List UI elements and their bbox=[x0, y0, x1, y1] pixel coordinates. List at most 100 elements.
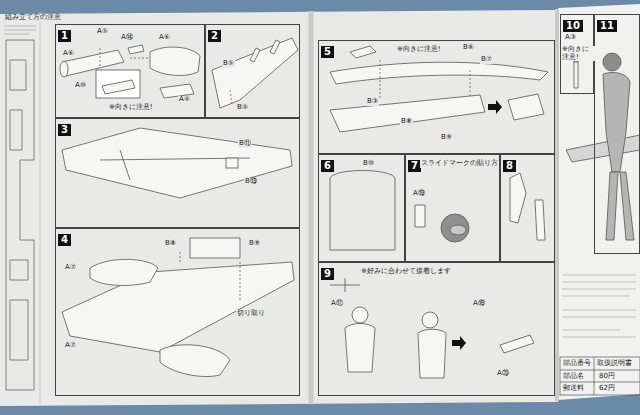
section-heading: 組み立て方の注意 bbox=[4, 14, 62, 22]
step-number: 9 bbox=[321, 268, 334, 280]
text-lines bbox=[562, 310, 636, 311]
part-drawing bbox=[190, 238, 240, 258]
step-number: 5 bbox=[321, 46, 334, 58]
step-number: 8 bbox=[503, 160, 516, 172]
callout-label: B⑤ bbox=[236, 104, 249, 112]
callout-label: ※向きに注意! bbox=[561, 46, 595, 61]
callout-label: A⑥ bbox=[62, 50, 75, 58]
step-number: 10 bbox=[563, 20, 583, 32]
callout-label: B⑧ bbox=[164, 240, 177, 248]
callout-label: B⑤ bbox=[222, 60, 235, 68]
part-drawing bbox=[345, 324, 375, 373]
step-number: 6 bbox=[321, 160, 334, 172]
part-drawing bbox=[508, 94, 544, 120]
table-cell: 62円 bbox=[598, 385, 616, 393]
part-drawing bbox=[60, 61, 68, 77]
part-drawing bbox=[96, 70, 140, 98]
step-frame: 7 bbox=[405, 154, 500, 262]
callout-label: A⑭ bbox=[120, 34, 134, 42]
part-drawing bbox=[330, 171, 395, 251]
callout-label: A⑳ bbox=[496, 370, 510, 378]
text-lines bbox=[562, 275, 636, 337]
text-lines bbox=[562, 275, 636, 276]
callout-label: A⑦ bbox=[64, 264, 77, 272]
callout-label: B⑩ bbox=[362, 160, 375, 168]
callout-label: B⑪ bbox=[238, 140, 252, 148]
part-drawing bbox=[566, 135, 640, 162]
part-drawing bbox=[422, 312, 438, 328]
step-number: 3 bbox=[58, 124, 71, 136]
text-lines bbox=[562, 296, 630, 297]
callout-label: A⑱ bbox=[472, 300, 486, 308]
part-drawing bbox=[603, 72, 630, 172]
text-lines bbox=[562, 317, 636, 318]
part-drawing bbox=[128, 45, 144, 54]
part-drawing bbox=[350, 46, 376, 58]
step-frame: 9 bbox=[318, 262, 555, 396]
sheet-page bbox=[558, 4, 640, 400]
direction-arrow bbox=[452, 336, 466, 350]
sprue-drawing bbox=[10, 60, 28, 360]
fold-shadow bbox=[555, 9, 559, 401]
callout-label: A⑲ bbox=[412, 190, 426, 198]
fold-shadow bbox=[40, 9, 557, 404]
step-frame: 8 bbox=[500, 154, 555, 262]
callout-label: A③ bbox=[564, 34, 577, 42]
price-table bbox=[560, 370, 640, 371]
table-cell: 取扱説明書 bbox=[596, 360, 633, 368]
part-drawing bbox=[160, 345, 230, 377]
part-drawing bbox=[352, 307, 368, 323]
direction-arrow bbox=[452, 100, 502, 350]
part-drawing bbox=[60, 38, 640, 378]
callout-label: A⑦ bbox=[64, 342, 77, 350]
part-drawing bbox=[415, 205, 425, 227]
sprue-drawing bbox=[6, 40, 34, 390]
direction-arrow bbox=[488, 100, 502, 114]
fold-shadow bbox=[309, 11, 314, 403]
step-number: 2 bbox=[208, 30, 221, 42]
step-frame: 11 bbox=[594, 14, 640, 254]
part-drawing bbox=[450, 225, 466, 235]
part-drawing bbox=[226, 158, 238, 168]
callout-label: 切り取り bbox=[236, 310, 266, 318]
callout-label: B⑧ bbox=[400, 118, 413, 126]
part-drawing bbox=[100, 150, 250, 180]
text-lines bbox=[562, 282, 636, 283]
table-cell: 部品名 bbox=[562, 373, 585, 381]
callout-label: A⑤ bbox=[96, 28, 109, 36]
part-drawing bbox=[500, 335, 534, 353]
sheet-page bbox=[0, 10, 558, 406]
part-drawing bbox=[150, 47, 200, 75]
text-lines bbox=[4, 26, 36, 27]
step-frame: 6 bbox=[318, 154, 405, 262]
part-drawing bbox=[250, 40, 280, 62]
fold-shadow bbox=[40, 12, 41, 404]
callout-label: B③ bbox=[366, 98, 379, 106]
callout-label: ※好みに合わせて接着します bbox=[360, 268, 452, 276]
text-lines bbox=[4, 34, 30, 35]
sprue-drawing bbox=[6, 40, 34, 390]
part-drawing bbox=[330, 95, 485, 132]
step-number: 11 bbox=[597, 20, 617, 32]
callout-label: ※向きに注意! bbox=[396, 46, 442, 54]
callout-label: B⑬ bbox=[244, 178, 258, 186]
step-frame: 2 bbox=[205, 24, 300, 118]
text-lines bbox=[562, 330, 620, 331]
callout-label: A④ bbox=[178, 96, 191, 104]
step-number: 1 bbox=[58, 30, 71, 42]
price-table bbox=[560, 357, 640, 395]
callout-label: B⑨ bbox=[248, 240, 261, 248]
table-cell: 80円 bbox=[598, 373, 616, 381]
part-drawing bbox=[212, 38, 298, 108]
text-lines bbox=[562, 337, 636, 338]
part-drawing bbox=[606, 172, 634, 240]
part-drawing bbox=[62, 128, 292, 198]
part-drawing bbox=[330, 62, 548, 84]
part-drawing bbox=[90, 259, 158, 285]
callout-label: ※向きに注意! bbox=[108, 104, 154, 112]
part-drawing bbox=[535, 200, 545, 240]
part-drawing bbox=[418, 329, 446, 378]
